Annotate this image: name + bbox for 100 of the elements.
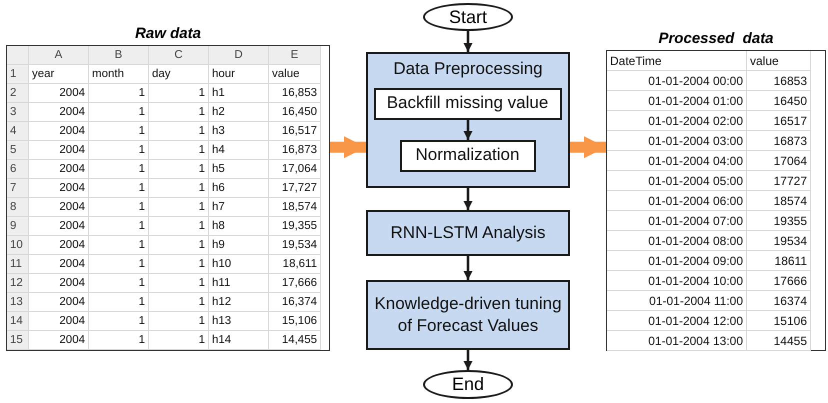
end-terminal: End <box>423 370 513 399</box>
table-cell: 2004 <box>29 312 89 331</box>
row-number: 2 <box>7 84 29 103</box>
table-cell: 1 <box>149 179 209 198</box>
table-cell: 1 <box>149 274 209 293</box>
row-number: 3 <box>7 103 29 122</box>
table-cell: 17,666 <box>269 274 321 293</box>
process-box <box>366 52 570 188</box>
table-cell: 17064 <box>747 151 811 171</box>
table-cell: 17,727 <box>269 179 321 198</box>
table-cell: 01-01-2004 07:00 <box>607 211 747 231</box>
table-cell: 14,455 <box>269 331 321 350</box>
table-cell: 19534 <box>747 231 811 251</box>
table-cell: h7 <box>209 198 269 217</box>
table-cell: h10 <box>209 255 269 274</box>
column-header: E <box>269 46 321 65</box>
arrow <box>464 188 472 210</box>
row-number: 6 <box>7 160 29 179</box>
table-cell: h8 <box>209 217 269 236</box>
row-number: 12 <box>7 274 29 293</box>
group-title: Data Preprocessing <box>392 58 544 80</box>
table-cell: 16,873 <box>269 141 321 160</box>
process-box: RNN-LSTM Analysis <box>366 210 570 256</box>
table-cell: 19,534 <box>269 236 321 255</box>
table-cell: 14455 <box>747 331 811 351</box>
start-terminal: Start <box>423 3 513 31</box>
row-number: 15 <box>7 331 29 350</box>
table-cell: h4 <box>209 141 269 160</box>
row-number: 14 <box>7 312 29 331</box>
table-cell: h11 <box>209 274 269 293</box>
table-cell: 16873 <box>747 131 811 151</box>
table-cell: 16853 <box>747 71 811 91</box>
table-cell: 1 <box>89 103 149 122</box>
table-cell: h6 <box>209 179 269 198</box>
table-cell: 2004 <box>29 293 89 312</box>
table-cell: 1 <box>149 293 209 312</box>
table-cell: 2004 <box>29 103 89 122</box>
table-cell: 01-01-2004 11:00 <box>607 291 747 311</box>
table-cell: 1 <box>149 160 209 179</box>
table-cell: 1 <box>149 103 209 122</box>
table-cell: h1 <box>209 84 269 103</box>
table-title: Raw data <box>134 25 202 42</box>
table-cell: 2004 <box>29 84 89 103</box>
block-arrow <box>570 136 606 158</box>
process-box: Knowledge-driven tuning of Forecast Values <box>366 280 570 350</box>
table-cell: 2004 <box>29 198 89 217</box>
row-number: 4 <box>7 122 29 141</box>
table-cell: 1 <box>89 160 149 179</box>
table-cell: 16374 <box>747 291 811 311</box>
table-cell: 01-01-2004 01:00 <box>607 91 747 111</box>
table-cell: 1 <box>149 255 209 274</box>
table-cell: 1 <box>89 331 149 350</box>
column-header: B <box>89 46 149 65</box>
table-cell: 1 <box>149 236 209 255</box>
table-cell: 01-01-2004 10:00 <box>607 271 747 291</box>
table-cell: 16,853 <box>269 84 321 103</box>
table-cell: 2004 <box>29 122 89 141</box>
column-header: DateTime <box>607 51 747 71</box>
table-cell: 2004 <box>29 274 89 293</box>
table-cell: 17666 <box>747 271 811 291</box>
process-box: Backfill missing value <box>374 88 562 120</box>
table-cell: 01-01-2004 04:00 <box>607 151 747 171</box>
table-cell: h13 <box>209 312 269 331</box>
column-header: A <box>29 46 89 65</box>
table-cell: 01-01-2004 02:00 <box>607 111 747 131</box>
process-box: Normalization <box>400 140 536 172</box>
table-cell: 15,106 <box>269 312 321 331</box>
table-cell: 17727 <box>747 171 811 191</box>
table-cell: 01-01-2004 12:00 <box>607 311 747 331</box>
table-cell: 19355 <box>747 211 811 231</box>
table-cell: 2004 <box>29 160 89 179</box>
table-cell: 01-01-2004 05:00 <box>607 171 747 191</box>
table-cell: hour <box>209 65 269 84</box>
table-cell: 1 <box>149 217 209 236</box>
row-number: 10 <box>7 236 29 255</box>
table-cell: 16,374 <box>269 293 321 312</box>
table-cell: 1 <box>89 122 149 141</box>
table-cell: 2004 <box>29 179 89 198</box>
table-cell: 1 <box>89 217 149 236</box>
row-number: 8 <box>7 198 29 217</box>
table-cell: 1 <box>89 141 149 160</box>
table-cell: 1 <box>89 274 149 293</box>
arrow <box>464 256 472 280</box>
table-cell: 1 <box>89 312 149 331</box>
table-cell: 18611 <box>747 251 811 271</box>
table-cell: 01-01-2004 06:00 <box>607 191 747 211</box>
column-header: C <box>149 46 209 65</box>
table-cell: h14 <box>209 331 269 350</box>
table-cell: h5 <box>209 160 269 179</box>
table-cell: 16,517 <box>269 122 321 141</box>
table-cell: 18,611 <box>269 255 321 274</box>
table-title: Processed data <box>657 30 775 47</box>
table-cell: year <box>29 65 89 84</box>
arrow <box>464 31 472 52</box>
table-cell: 2004 <box>29 236 89 255</box>
table-cell: 15106 <box>747 311 811 331</box>
table-cell: 2004 <box>29 141 89 160</box>
arrow <box>464 120 472 140</box>
table-cell: 1 <box>149 312 209 331</box>
column-header: value <box>747 51 811 71</box>
